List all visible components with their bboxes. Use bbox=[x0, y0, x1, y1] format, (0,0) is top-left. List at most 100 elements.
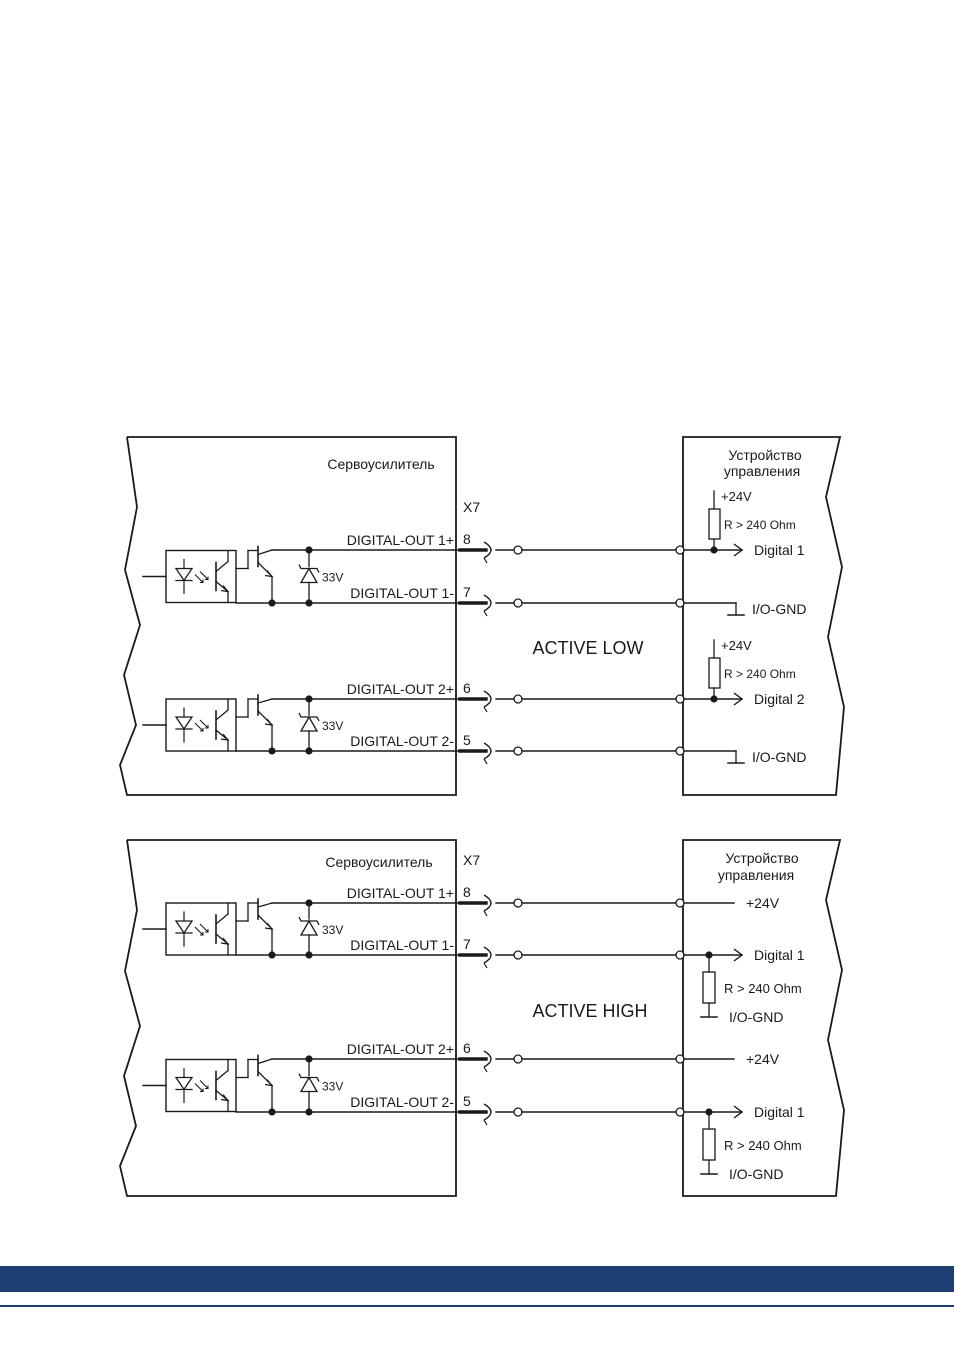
zener-diode-icon bbox=[299, 567, 319, 584]
pin-socket-tail bbox=[483, 758, 488, 765]
pin-socket-tail bbox=[483, 1119, 488, 1126]
ground-label: I/O-GND bbox=[729, 1009, 783, 1025]
controller-block bbox=[682, 839, 845, 1197]
light-arrow-icon bbox=[199, 1080, 209, 1090]
junction-dot bbox=[268, 599, 276, 607]
junction-dot bbox=[268, 951, 276, 959]
controller-block bbox=[682, 436, 845, 796]
optocoupler-box bbox=[165, 902, 237, 956]
resistor-icon bbox=[702, 1128, 716, 1161]
transistor-collector bbox=[257, 698, 273, 704]
resistor-icon bbox=[708, 508, 721, 540]
resistor-label: R > 240 Ohm bbox=[724, 667, 796, 681]
light-arrow-icon bbox=[194, 1083, 204, 1093]
resistor-icon bbox=[702, 971, 716, 1004]
phototransistor-collector bbox=[215, 560, 229, 573]
arrow-icon bbox=[733, 948, 744, 962]
pin-socket bbox=[483, 541, 492, 559]
light-arrow-icon bbox=[194, 574, 204, 584]
zener-diode-icon bbox=[299, 715, 319, 732]
zener-voltage-label: 33V bbox=[322, 719, 343, 733]
transistor-collector bbox=[257, 1058, 273, 1065]
terminal-ring bbox=[675, 1107, 685, 1117]
terminal-ring bbox=[675, 746, 685, 756]
ground-label: I/O-GND bbox=[729, 1166, 783, 1182]
digital-out-minus-label: DIGITAL-OUT 1- bbox=[350, 937, 454, 953]
zener-diode-icon bbox=[299, 919, 319, 936]
light-arrow-icon bbox=[199, 571, 209, 581]
terminal-ring bbox=[675, 545, 685, 555]
terminal-ring bbox=[513, 1107, 523, 1117]
led-icon bbox=[174, 716, 194, 731]
pin-number: 8 bbox=[463, 884, 471, 900]
arrow-icon bbox=[733, 692, 744, 706]
pin-number: 7 bbox=[463, 936, 471, 952]
controller-title-line1: Устройство bbox=[725, 850, 798, 866]
pin-socket bbox=[483, 1103, 492, 1121]
controller-title-line1: Устройство bbox=[728, 447, 801, 463]
transistor-collector bbox=[257, 902, 273, 908]
mode-label: ACTIVE HIGH bbox=[532, 1001, 647, 1021]
arrow-icon bbox=[733, 543, 744, 557]
light-arrow-icon bbox=[199, 923, 209, 933]
terminal-ring bbox=[513, 1054, 523, 1064]
zener-bar bbox=[298, 1073, 320, 1082]
resistor-icon bbox=[708, 657, 721, 689]
pin-socket-tail bbox=[483, 910, 488, 917]
resistor-label: R > 240 Ohm bbox=[724, 1138, 802, 1153]
zener-diode-icon bbox=[299, 1076, 319, 1093]
amplifier-title: Сервоусилитель bbox=[327, 456, 434, 472]
arrow-icon bbox=[733, 1105, 744, 1119]
digital-input-label: Digital 2 bbox=[754, 691, 805, 707]
footer-band bbox=[0, 1266, 954, 1292]
pin-number: 6 bbox=[463, 1040, 471, 1056]
pin-socket-tail bbox=[483, 557, 488, 564]
junction-dot bbox=[268, 747, 276, 755]
digital-out-plus-label: DIGITAL-OUT 1+ bbox=[347, 885, 454, 901]
terminal-ring bbox=[513, 694, 523, 704]
terminal-ring bbox=[513, 898, 523, 908]
digital-out-plus-label: DIGITAL-OUT 1+ bbox=[347, 532, 454, 548]
light-arrow-icon bbox=[194, 722, 204, 732]
terminal-ring bbox=[675, 694, 685, 704]
footer-line bbox=[0, 1305, 954, 1307]
digital-input-label: Digital 1 bbox=[754, 947, 805, 963]
mode-label: ACTIVE LOW bbox=[532, 638, 643, 658]
optocoupler-box bbox=[165, 698, 237, 752]
digital-out-minus-label: DIGITAL-OUT 1- bbox=[350, 585, 454, 601]
ground-label: I/O-GND bbox=[752, 749, 806, 765]
phototransistor-collector bbox=[215, 1069, 229, 1082]
phototransistor-collector bbox=[215, 913, 229, 925]
digital-input-label: Digital 1 bbox=[754, 542, 805, 558]
terminal-ring bbox=[675, 898, 685, 908]
pin-socket-tail bbox=[483, 706, 488, 713]
terminal-ring bbox=[513, 545, 523, 555]
transistor-collector bbox=[257, 549, 273, 556]
zener-voltage-label: 33V bbox=[322, 571, 343, 585]
pin-socket bbox=[483, 894, 492, 912]
supply-label: +24V bbox=[746, 895, 780, 911]
ground-label: I/O-GND bbox=[752, 601, 806, 617]
amplifier-title: Сервоусилитель bbox=[325, 854, 432, 870]
optocoupler-box bbox=[165, 549, 237, 604]
controller-title-line2: управления bbox=[724, 463, 800, 479]
pin-number: 6 bbox=[463, 680, 471, 696]
terminal-ring bbox=[675, 950, 685, 960]
led-icon bbox=[174, 1076, 194, 1091]
terminal-ring bbox=[675, 1054, 685, 1064]
resistor-label: R > 240 Ohm bbox=[724, 518, 796, 532]
pin-socket-tail bbox=[483, 1066, 488, 1073]
pin-socket-tail bbox=[483, 962, 488, 969]
pin-socket bbox=[483, 742, 492, 760]
digital-input-label: Digital 1 bbox=[754, 1104, 805, 1120]
diagram-active-low: СервоусилительУстройствоуправленияX7ACTI… bbox=[119, 436, 845, 796]
terminal-ring bbox=[513, 598, 523, 608]
zener-voltage-label: 33V bbox=[322, 923, 343, 937]
terminal-ring bbox=[513, 746, 523, 756]
amplifier-block bbox=[119, 436, 457, 796]
light-arrow-icon bbox=[194, 926, 204, 936]
pin-number: 8 bbox=[463, 531, 471, 547]
resistor-label: R > 240 Ohm bbox=[724, 981, 802, 996]
